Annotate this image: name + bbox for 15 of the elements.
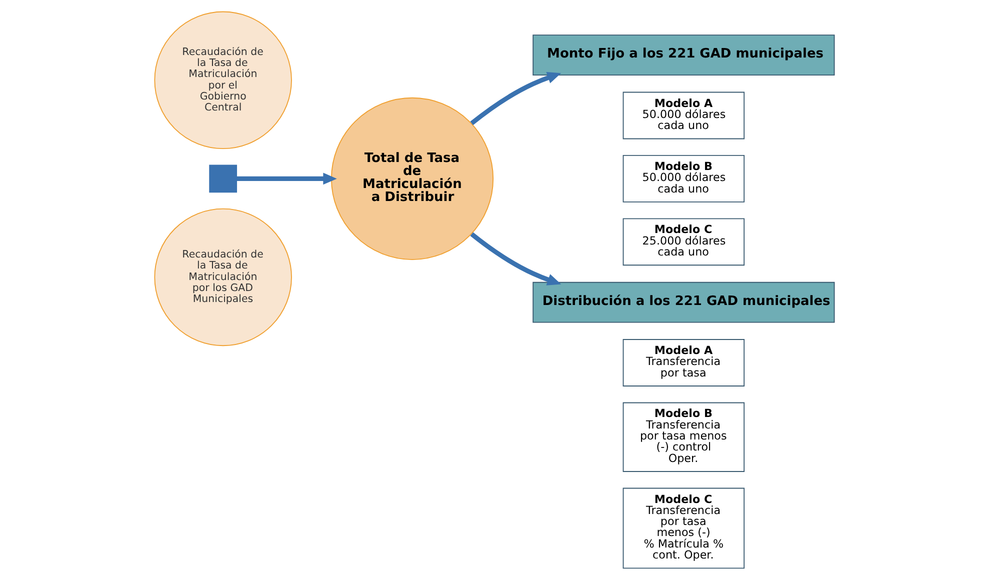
node-box: Modelo C Transferencia por tasa menos (-) % Matrícula % cont. Oper. bbox=[622, 488, 745, 569]
node-box: Modelo A 50.000 dólares cada uno bbox=[622, 92, 745, 140]
node-box: Modelo B 50.000 dólares cada uno bbox=[622, 155, 745, 202]
arrow bbox=[236, 172, 337, 185]
node-circle: Recaudación de la Tasa de Matriculación por los GAD Municipales bbox=[154, 208, 292, 346]
node-box: Distribución a los 221 GAD municipales bbox=[532, 282, 835, 323]
node-box: Modelo C 25.000 dólares cada uno bbox=[622, 218, 745, 266]
arrow bbox=[470, 72, 562, 126]
node-circle: Total de Tasa de Matriculación a Distribuir bbox=[330, 97, 494, 260]
node-box: Monto Fijo a los 221 GAD municipales bbox=[532, 34, 835, 76]
node-cross bbox=[209, 164, 238, 193]
arrow bbox=[470, 232, 562, 286]
node-box: Modelo A Transferencia por tasa bbox=[622, 339, 745, 386]
node-box: Modelo B Transferencia por tasa menos (-) control Oper. bbox=[622, 402, 745, 472]
node-circle: Recaudación de la Tasa de Matriculación por el Gobierno Central bbox=[154, 11, 292, 150]
